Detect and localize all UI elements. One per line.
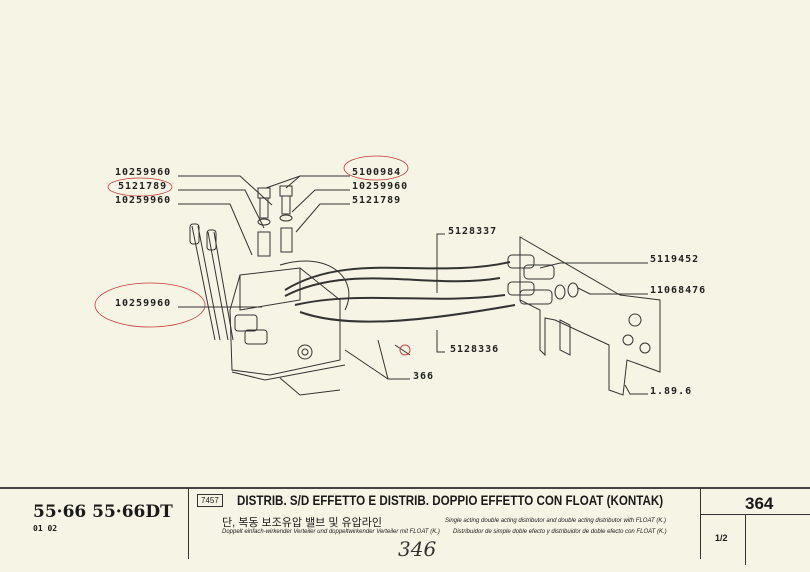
part-label-11068476: 11068476 <box>650 285 707 296</box>
sheet-number: 1/2 <box>715 533 728 543</box>
divider <box>188 489 189 559</box>
part-label-366: 366 <box>413 371 435 382</box>
title-english: Single acting double acting distributor … <box>445 518 667 524</box>
part-label-10259960-d: 10259960 <box>115 298 172 309</box>
part-label-10259960-b: 10259960 <box>115 195 172 206</box>
part-label-5121789-b: 5121789 <box>352 195 402 206</box>
title-german: Doppelt einfach-wirkender Verteiler und … <box>222 529 440 535</box>
title-block: 55·66 55·66DT 01 02 7457 DISTRIB. S/D EF… <box>0 487 810 572</box>
page-title: DISTRIB. S/D EFFETTO E DISTRIB. DOPPIO E… <box>237 493 664 508</box>
model-numbers: 55·66 55·66DT <box>33 502 173 522</box>
part-label-5128337: 5128337 <box>448 226 498 237</box>
part-label-1-89-6: 1.89.6 <box>650 386 693 397</box>
divider <box>700 489 701 559</box>
page-number: 364 <box>745 494 774 513</box>
divider <box>700 514 810 515</box>
title-spanish: Distribuidor de simple doble efecto y di… <box>453 529 667 535</box>
part-label-5121789-a: 5121789 <box>118 181 168 192</box>
part-label-5119452: 5119452 <box>650 254 700 265</box>
group-number: 7457 <box>197 494 223 507</box>
model-code: 01 02 <box>33 524 58 533</box>
title-korean: 단, 복동 보조유압 밸브 및 유압라인 <box>222 517 383 529</box>
part-label-10259960-a: 10259960 <box>115 167 172 178</box>
exploded-parts-diagram <box>94 155 661 396</box>
part-label-10259960-c: 10259960 <box>352 181 409 192</box>
divider <box>745 515 746 565</box>
part-label-5100984: 5100984 <box>352 167 402 178</box>
part-label-5128336: 5128336 <box>450 344 500 355</box>
handwritten-note: 346 <box>398 537 437 561</box>
